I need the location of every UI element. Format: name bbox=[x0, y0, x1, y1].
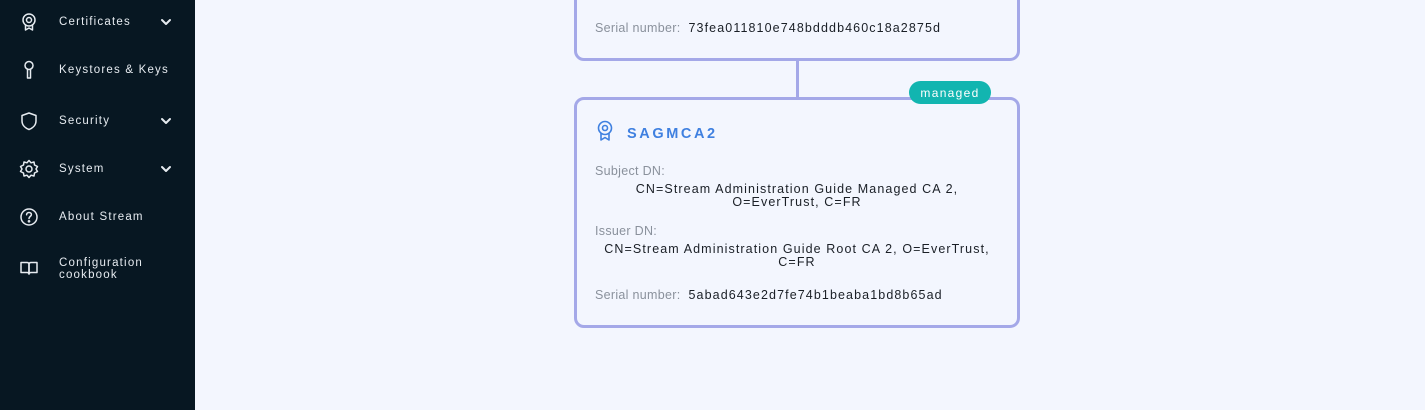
issuer-dn-line: CN=Stream Administration Guide Root CA 2… bbox=[604, 242, 990, 256]
chevron-down-icon[interactable] bbox=[159, 162, 173, 176]
chevron-down-icon[interactable] bbox=[159, 15, 173, 29]
sidebar-item-configuration-cookbook[interactable]: Configuration cookbook bbox=[0, 248, 195, 288]
sidebar-item-label: Security bbox=[59, 115, 111, 127]
label-line: Configuration bbox=[59, 257, 144, 269]
serial-number-label: Serial number: bbox=[595, 288, 681, 302]
sidebar-item-label: About Stream bbox=[59, 211, 144, 223]
managed-badge: managed bbox=[909, 81, 991, 104]
subject-dn-value: CN=Stream Administration Guide Managed C… bbox=[595, 183, 999, 209]
parent-certificate-card: Serial number: 73fea011810e748bdddb460c1… bbox=[574, 0, 1020, 61]
sidebar-item-certificates[interactable]: Certificates bbox=[0, 2, 195, 42]
card-title[interactable]: SAGMCA2 bbox=[595, 120, 718, 147]
serial-number-row: Serial number: 73fea011810e748bdddb460c1… bbox=[595, 21, 941, 35]
subject-dn-label: Subject DN: bbox=[595, 164, 665, 178]
certificate-icon bbox=[19, 12, 39, 32]
sidebar-item-system[interactable]: System bbox=[0, 149, 195, 189]
shield-icon bbox=[19, 111, 39, 131]
sidebar: Certificates Keystores & Keys Security S… bbox=[0, 0, 195, 410]
chevron-down-icon[interactable] bbox=[159, 114, 173, 128]
serial-number-value: 73fea011810e748bdddb460c18a2875d bbox=[688, 21, 942, 35]
gear-icon bbox=[19, 159, 39, 179]
serial-number-label: Serial number: bbox=[595, 21, 681, 35]
sidebar-item-label: Certificates bbox=[59, 16, 131, 28]
serial-number-value: 5abad643e2d7fe74b1beaba1bd8b65ad bbox=[688, 288, 943, 302]
sidebar-item-security[interactable]: Security bbox=[0, 101, 195, 141]
label-line: cookbook bbox=[59, 269, 118, 281]
certificate-icon bbox=[595, 120, 615, 147]
sidebar-item-label: Configuration cookbook bbox=[59, 257, 143, 281]
chain-connector bbox=[796, 61, 799, 97]
issuer-dn-label: Issuer DN: bbox=[595, 224, 658, 238]
book-icon bbox=[19, 258, 39, 278]
sidebar-item-label: Keystores & Keys bbox=[59, 64, 169, 76]
subject-dn-line: CN=Stream Administration Guide Managed C… bbox=[635, 182, 959, 196]
help-circle-icon bbox=[19, 207, 39, 227]
key-icon bbox=[19, 60, 39, 80]
issuer-dn-line: C=FR bbox=[778, 255, 816, 269]
child-certificate-card: SAGMCA2 Subject DN: CN=Stream Administra… bbox=[574, 97, 1020, 328]
subject-dn-line: O=EverTrust, C=FR bbox=[732, 195, 862, 209]
sidebar-item-keystores[interactable]: Keystores & Keys bbox=[0, 50, 195, 90]
certificate-name: SAGMCA2 bbox=[627, 125, 718, 142]
sidebar-item-about-stream[interactable]: About Stream bbox=[0, 197, 195, 237]
issuer-dn-value: CN=Stream Administration Guide Root CA 2… bbox=[595, 243, 999, 269]
serial-number-row: Serial number: 5abad643e2d7fe74b1beaba1b… bbox=[595, 288, 943, 302]
sidebar-item-label: System bbox=[59, 163, 105, 175]
